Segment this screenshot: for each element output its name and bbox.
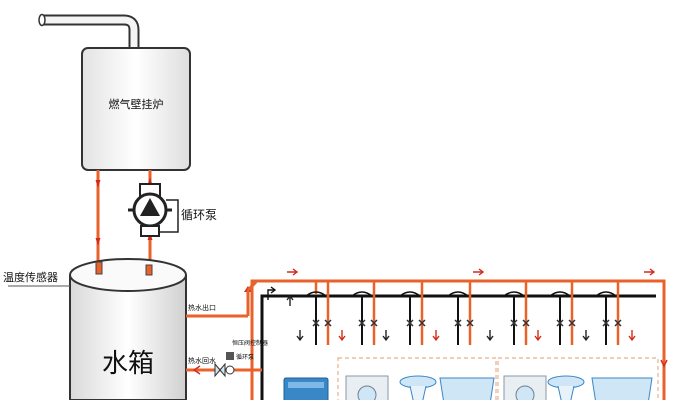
bathtub-icon bbox=[591, 377, 653, 400]
bathtub-icon bbox=[439, 377, 495, 400]
fixture-group-1 bbox=[337, 357, 497, 400]
washing-machine-icon bbox=[503, 375, 547, 400]
hot-return-label: 热水回水 bbox=[188, 356, 216, 365]
water-heater-icon bbox=[283, 377, 329, 400]
pump-label: 循环泵 bbox=[181, 208, 217, 222]
washing-machine-icon bbox=[345, 375, 389, 400]
water-tank: 水箱 bbox=[69, 258, 187, 400]
gas-wall-boiler: 燃气壁挂炉 bbox=[81, 47, 191, 171]
small-pump-label: 循环泵 bbox=[236, 353, 254, 361]
valve-icon bbox=[214, 362, 235, 378]
fixture-group-2 bbox=[497, 357, 659, 400]
temp-sensor-label: 温度传感器 bbox=[3, 270, 58, 284]
wash-basin-icon bbox=[399, 375, 437, 400]
return-water-main bbox=[260, 286, 656, 400]
small-controller-label: 恒压阀控制器 bbox=[232, 339, 268, 347]
pump-icon bbox=[128, 183, 179, 237]
hot-out-label: 热水出口 bbox=[188, 303, 216, 312]
small-pump-icon bbox=[226, 352, 234, 360]
boiler-label: 燃气壁挂炉 bbox=[109, 97, 164, 111]
temperature-sensor-icon bbox=[8, 261, 153, 287]
flue-pipe bbox=[38, 13, 140, 48]
branch-drops bbox=[305, 281, 622, 345]
tank-label: 水箱 bbox=[102, 349, 154, 379]
hot-water-main bbox=[246, 268, 668, 400]
wash-basin-icon bbox=[547, 375, 585, 400]
drop-arrows bbox=[286, 294, 636, 342]
